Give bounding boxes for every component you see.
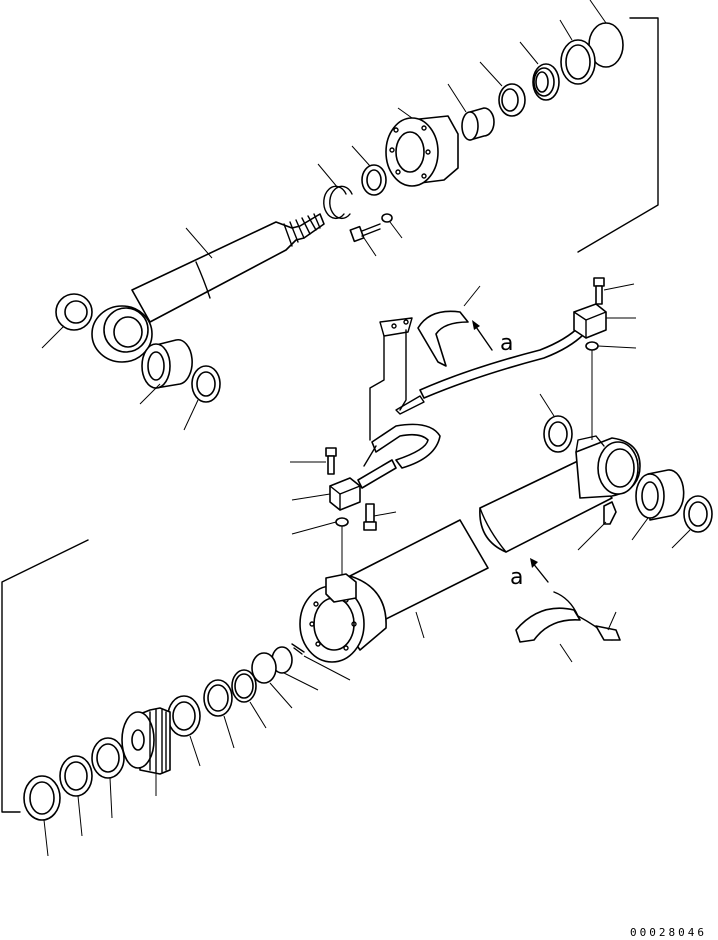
rod-seal xyxy=(479,61,526,117)
set-screw xyxy=(291,643,351,681)
bracket-lines xyxy=(369,329,407,441)
rod-end-dust-seal xyxy=(183,365,221,431)
ring-bottom-7 xyxy=(23,775,61,857)
cylinder-tube-left xyxy=(349,519,489,639)
view-label-lower: a xyxy=(510,565,523,590)
ring-seal xyxy=(351,145,387,196)
piston xyxy=(121,707,171,796)
backup-ring xyxy=(559,19,596,85)
cylinder-head xyxy=(385,107,459,187)
dust-seal xyxy=(519,41,560,101)
o-ring-large xyxy=(588,0,624,68)
o-ring-lower-small xyxy=(291,517,349,580)
ring-bottom-3 xyxy=(203,679,235,749)
ring-bottom-5 xyxy=(91,737,125,819)
ring-bottom-4 xyxy=(167,695,201,767)
view-arrow-upper: a xyxy=(472,320,513,356)
tube-lower-bent xyxy=(357,423,441,489)
cylinder-bottom-bushing xyxy=(631,469,685,541)
bottom-frame-line xyxy=(1,539,89,813)
rod-end-bushing xyxy=(139,338,193,405)
o-ring-bottom-2 xyxy=(251,652,293,709)
grease-fitting xyxy=(577,501,617,551)
view-arrow-lower: a xyxy=(510,558,549,590)
rod-eye xyxy=(91,305,153,363)
wear-ring-bottom xyxy=(231,669,267,729)
snap-ring xyxy=(317,163,353,220)
head-bolt xyxy=(349,223,381,257)
view-label-upper: a xyxy=(500,331,513,356)
cylinder-flange xyxy=(299,573,387,663)
tube-block-upper xyxy=(573,303,636,339)
drawing-number: 00028046 xyxy=(630,926,707,939)
cylinder-bottom-dust-seal xyxy=(671,495,713,549)
ring-bottom-6 xyxy=(59,755,93,837)
bushing xyxy=(447,83,495,141)
cylinder-bottom-seal-upper xyxy=(539,393,573,453)
bolt-block-lower xyxy=(363,503,397,531)
top-frame-line xyxy=(577,17,659,253)
clamp-lower xyxy=(515,591,621,663)
rod-end-seal xyxy=(41,293,93,349)
tube-bolt-upper xyxy=(593,277,635,305)
cylinder-bottom-eye xyxy=(575,435,641,499)
washer-small xyxy=(381,213,403,239)
tube-block-lower xyxy=(291,477,361,511)
bolt-left-middle xyxy=(290,447,337,475)
clamp-upper xyxy=(379,285,481,367)
piston-rod xyxy=(131,213,325,323)
o-ring-upper-small xyxy=(585,341,637,440)
